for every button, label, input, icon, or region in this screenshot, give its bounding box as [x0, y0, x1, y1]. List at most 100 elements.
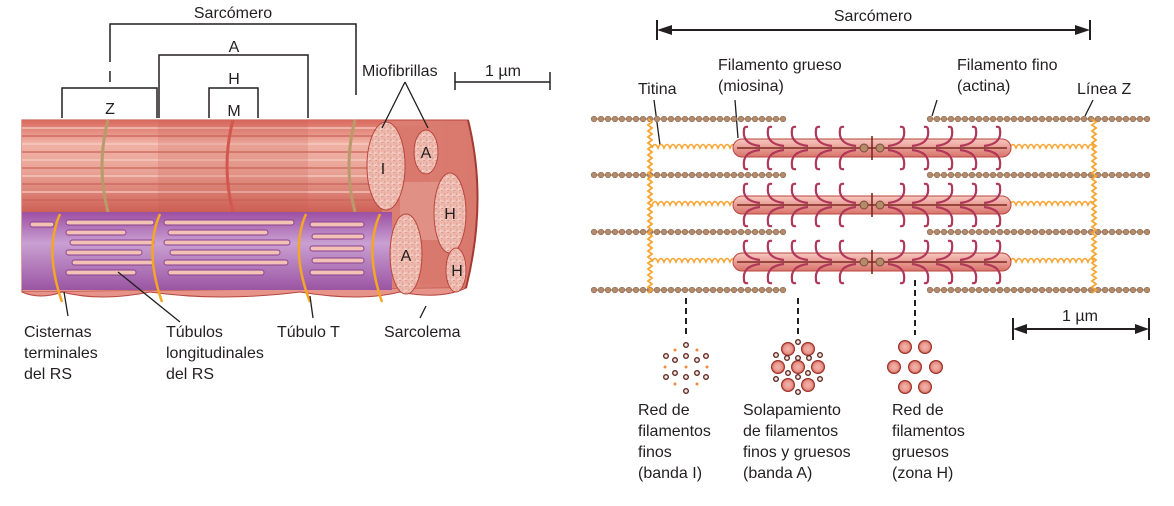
- myosin-head: [935, 205, 954, 228]
- actin-bead: [653, 115, 661, 123]
- myosin-head: [887, 205, 906, 228]
- myosin-head: [742, 205, 761, 228]
- myofibril-end-h2: [445, 247, 467, 293]
- thin-filament-xs: [817, 376, 824, 383]
- actin-bead: [1101, 171, 1109, 179]
- actin-bead: [737, 286, 745, 294]
- actin-bead: [1094, 115, 1102, 123]
- actin-bead: [947, 171, 955, 179]
- myosin-head: [983, 205, 1002, 228]
- callout-lines-left: [63, 271, 427, 323]
- myosin-head: [959, 148, 978, 171]
- actin-bead: [751, 115, 759, 123]
- thin-filament-xs: [806, 355, 813, 362]
- actin-bead: [597, 228, 605, 236]
- actin-bead: [730, 171, 738, 179]
- actin-bead: [639, 228, 647, 236]
- actin-bead: [947, 286, 955, 294]
- actin-bead: [625, 171, 633, 179]
- t-tubules: [51, 213, 384, 303]
- actin-bead: [1045, 171, 1053, 179]
- actin-bead: [1066, 228, 1074, 236]
- thick-filament-xs: [887, 360, 901, 374]
- actin-bead: [695, 286, 703, 294]
- myosin-head: [766, 148, 785, 171]
- end-label-a2: A: [401, 248, 412, 265]
- actin-bead: [968, 286, 976, 294]
- myofibril-end-a2: [389, 213, 423, 295]
- titin-dot-xs: [695, 348, 699, 352]
- i-band-label: I: [108, 69, 112, 86]
- actin-bead: [1010, 171, 1018, 179]
- actin-bead: [1024, 286, 1032, 294]
- actin-bead: [1038, 228, 1046, 236]
- actin-bead: [674, 286, 682, 294]
- myosin-head: [983, 239, 1002, 262]
- actin-bead: [716, 115, 724, 123]
- actin-bead: [716, 171, 724, 179]
- longitudinal-tubules-label: Túbulos longitudinales del RS: [166, 324, 264, 383]
- thick-filament-xs: [811, 360, 825, 374]
- thin-filament-xs: [703, 374, 710, 381]
- thin-filament-xs: [703, 353, 710, 360]
- actin-bead: [1080, 115, 1088, 123]
- thin-filament-xs: [683, 353, 690, 360]
- thin-filament-xs: [795, 389, 802, 396]
- titin-dot-xs: [663, 365, 667, 369]
- actin-bead: [758, 171, 766, 179]
- myosin-head: [983, 262, 1002, 285]
- actin-bead: [1108, 228, 1116, 236]
- myosin-head: [935, 182, 954, 205]
- i-band-bracket: [61, 87, 158, 118]
- myosin-head: [935, 239, 954, 262]
- actin-bead: [751, 286, 759, 294]
- actin-bead: [611, 171, 619, 179]
- titin-spring: [1009, 200, 1095, 208]
- thin-filament-xs: [784, 355, 791, 362]
- z-line: [100, 119, 110, 213]
- actin-bead: [1052, 286, 1060, 294]
- myosin-head: [887, 182, 906, 205]
- myosin-head: [983, 148, 1002, 171]
- scale-bar-left: [454, 72, 551, 90]
- actin-bead: [688, 171, 696, 179]
- myosin-head: [766, 205, 785, 228]
- actin-bead: [1038, 171, 1046, 179]
- m-line-label: M: [227, 103, 240, 120]
- actin-bead: [975, 286, 983, 294]
- arrowhead-left: [657, 25, 672, 35]
- myosin-head: [790, 148, 809, 171]
- actin-bead: [723, 286, 731, 294]
- actin-bead: [1045, 228, 1053, 236]
- actin-bead: [982, 171, 990, 179]
- myosin-head: [814, 148, 833, 171]
- scale-bar-left-label: 1 µm: [485, 63, 521, 80]
- actin-bead: [590, 115, 598, 123]
- actin-bead: [674, 228, 682, 236]
- actin-bead: [1136, 228, 1144, 236]
- myosin-head: [790, 125, 809, 148]
- actin-bead: [660, 171, 668, 179]
- myosin-head: [814, 239, 833, 262]
- actin-bead: [982, 115, 990, 123]
- myofibril-top: [22, 119, 382, 213]
- actin-bead: [1059, 228, 1067, 236]
- myosin-head: [742, 239, 761, 262]
- actin-bead: [611, 228, 619, 236]
- actin-bead: [639, 286, 647, 294]
- actin-bead: [1101, 286, 1109, 294]
- myosin-head: [911, 239, 930, 262]
- actin-bead: [758, 228, 766, 236]
- actin-bead: [765, 171, 773, 179]
- actin-bead: [632, 115, 640, 123]
- h-zone-label: H: [228, 71, 240, 88]
- actin-bead: [989, 286, 997, 294]
- titin-dot-xs: [705, 365, 709, 369]
- myosin-head: [838, 125, 857, 148]
- actin-bead: [730, 286, 738, 294]
- filament-lattice: [590, 115, 1151, 294]
- myosin-head: [814, 205, 833, 228]
- thick-filament-xs: [801, 342, 815, 356]
- thin-filament-xs: [817, 352, 824, 359]
- actin-bead: [688, 115, 696, 123]
